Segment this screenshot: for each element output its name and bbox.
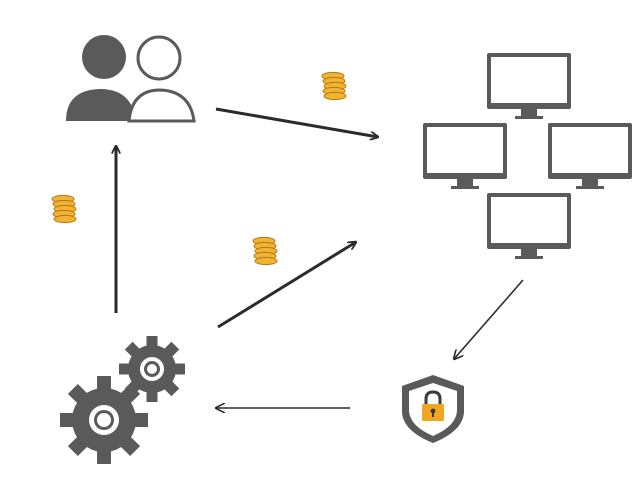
arrow-users-to-network: [215, 107, 378, 137]
coins-icon-left: [51, 194, 77, 224]
monitor-network-icon: [423, 53, 632, 259]
monitor-icon-bottom: [487, 193, 571, 259]
coins-icon-middle: [252, 236, 278, 266]
gears-icon: [60, 336, 185, 464]
coins-icon-top: [321, 71, 347, 101]
monitor-icon-top: [487, 53, 571, 119]
gear-small-icon: [119, 336, 185, 402]
arrow-gears-to-network: [217, 242, 356, 329]
lock-icon: [422, 390, 444, 421]
users-icon: [66, 35, 196, 123]
shield-lock-icon: [402, 375, 464, 443]
monitor-icon-right: [548, 123, 632, 189]
monitor-icon-left: [423, 123, 507, 189]
gear-large-icon: [60, 376, 148, 464]
arrow-network-to-security: [454, 279, 524, 359]
